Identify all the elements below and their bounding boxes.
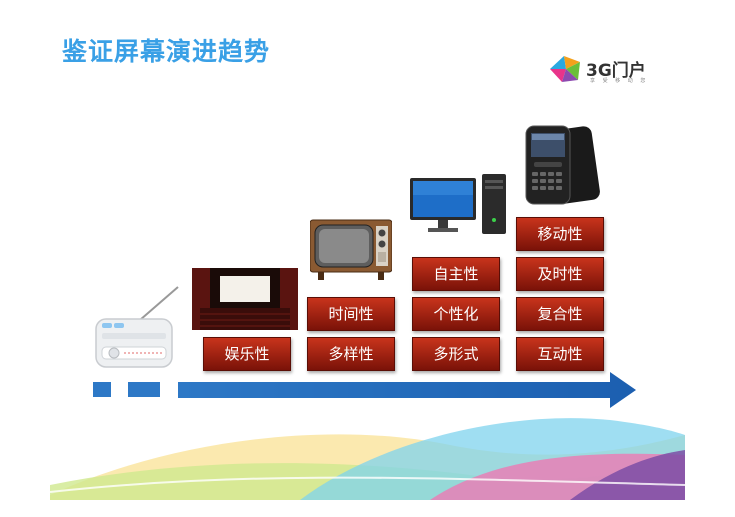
feature-entertainment: 娱乐性 bbox=[203, 337, 291, 371]
feature-interactivity: 互动性 bbox=[516, 337, 604, 371]
radio-icon bbox=[95, 286, 179, 368]
cinema-screen-icon bbox=[192, 268, 298, 330]
timeline-square-1 bbox=[93, 382, 111, 397]
feature-personalization: 个性化 bbox=[412, 297, 500, 331]
logo-text: 3G门户 bbox=[586, 61, 646, 81]
feature-mobility: 移动性 bbox=[516, 217, 604, 251]
logo-subtext: 享 受 移 动 您 bbox=[590, 78, 649, 84]
logo-3g-portal: 3G门户 享 受 移 动 您 bbox=[548, 52, 668, 88]
logo-icon bbox=[550, 56, 580, 82]
decorative-waves bbox=[50, 418, 685, 500]
timeline-square-2 bbox=[128, 382, 160, 397]
feature-composite: 复合性 bbox=[516, 297, 604, 331]
feature-multi-form: 多形式 bbox=[412, 337, 500, 371]
timeline-arrow bbox=[178, 372, 636, 408]
mobile-phone-icon bbox=[525, 125, 600, 205]
computer-icon bbox=[410, 174, 506, 234]
feature-immediacy: 及时性 bbox=[516, 257, 604, 291]
feature-timeliness: 时间性 bbox=[307, 297, 395, 331]
slide-title: 鉴证屏幕演进趋势 bbox=[62, 37, 271, 66]
tv-icon bbox=[310, 219, 392, 280]
feature-autonomy: 自主性 bbox=[412, 257, 500, 291]
feature-diversity: 多样性 bbox=[307, 337, 395, 371]
